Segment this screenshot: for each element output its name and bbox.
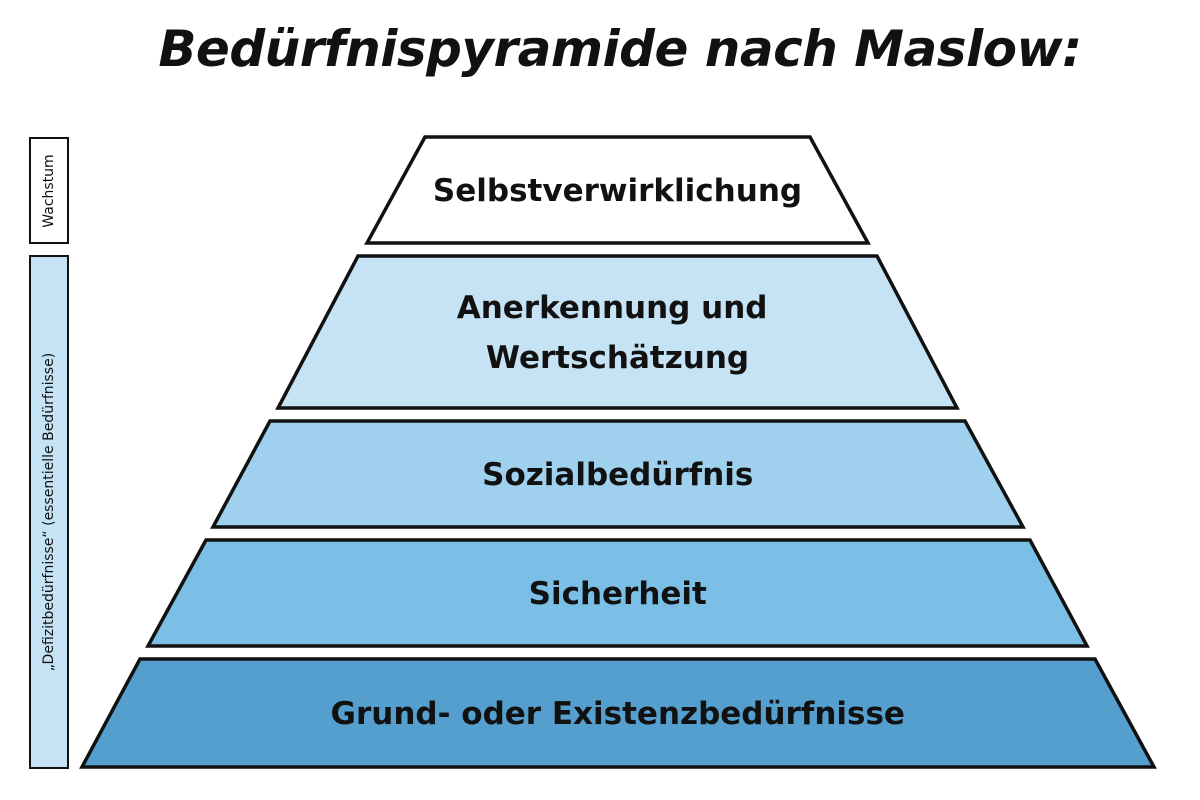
pyramid-level-5: Grund- oder Existenzbedürfnisse xyxy=(79,657,1157,769)
growth-bracket: Wachstum xyxy=(29,137,69,244)
pyramid-level-2: Anerkennung und Wertschätzung xyxy=(275,254,960,410)
pyramid-level-3-shape xyxy=(210,419,1026,529)
pyramid-level-5-label: Grund- oder Existenzbedürfnisse xyxy=(331,696,905,732)
pyramid-level-3: Sozialbedürfnis xyxy=(210,419,1026,529)
page-title: Bedürfnispyramide nach Maslow: xyxy=(158,20,1082,78)
pyramid-level-4-label: Sicherheit xyxy=(529,576,707,612)
pyramid-level-2-label: Anerkennung und Wertschätzung xyxy=(457,290,779,376)
pyramid-level-1-shape xyxy=(364,135,871,245)
pyramid-level-4-shape xyxy=(145,538,1090,648)
pyramid-level-2-shape xyxy=(275,254,960,410)
pyramid-level-5-shape xyxy=(79,657,1157,769)
pyramid-level-3-label: Sozialbedürfnis xyxy=(482,457,753,493)
pyramid-level-4: Sicherheit xyxy=(145,538,1090,648)
pyramid-level-1-label: Selbstverwirklichung xyxy=(433,173,802,209)
deficit-bracket: „Defizitbedürfnisse“ (essentielle Bedürf… xyxy=(29,255,69,769)
pyramid-level-1: Selbstverwirklichung xyxy=(364,135,871,245)
